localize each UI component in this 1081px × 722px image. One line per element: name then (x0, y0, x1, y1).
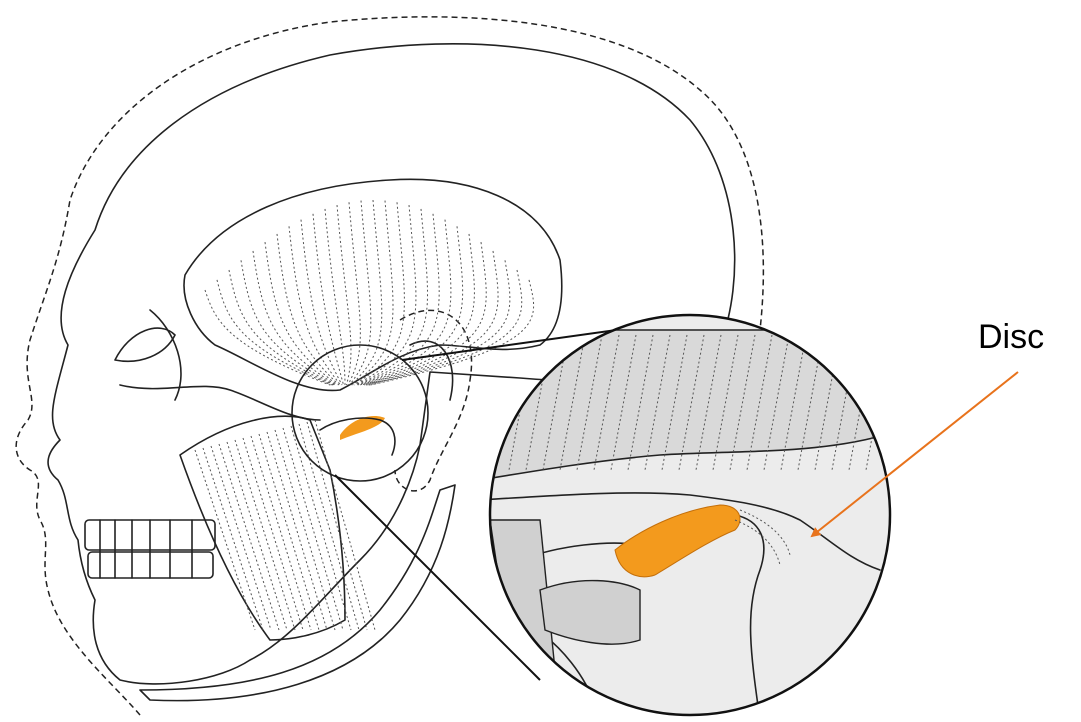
masseter-fibers (195, 420, 375, 630)
muscle-fiber (348, 202, 360, 385)
neck-band (140, 485, 455, 701)
muscle-fiber (243, 438, 303, 630)
temporalis-muscle (184, 179, 562, 390)
muscle-fiber (241, 260, 335, 385)
muscle-fiber (265, 242, 338, 385)
muscle-fiber (283, 428, 343, 630)
muscle-fiber (211, 446, 271, 630)
temporalis-fibers (205, 200, 534, 385)
muscle-fiber (291, 426, 351, 630)
muscle-fiber (301, 220, 342, 385)
muscle-fiber (253, 251, 336, 385)
muscle-fiber (365, 242, 487, 385)
muscle-fiber (227, 442, 287, 630)
muscle-fiber (325, 209, 345, 385)
muscle-fiber (229, 270, 333, 385)
muscle-fiber (307, 422, 367, 630)
muscle-fiber (362, 226, 463, 385)
ear (395, 310, 472, 491)
muscle-fiber (337, 205, 351, 385)
teeth (85, 520, 215, 578)
muscle-fiber (299, 424, 359, 630)
joint-focus-circle (292, 345, 428, 481)
masseter-muscle (180, 416, 345, 640)
disc-label: Disc (978, 320, 1044, 354)
muscle-fiber (350, 201, 371, 385)
muscle-fiber (203, 448, 263, 630)
muscle-fiber (219, 444, 279, 630)
muscle-fiber (351, 200, 382, 385)
cheekbone (120, 385, 320, 420)
muscle-fiber (356, 205, 416, 385)
muscle-fiber (277, 234, 339, 385)
eye-socket (115, 328, 175, 361)
